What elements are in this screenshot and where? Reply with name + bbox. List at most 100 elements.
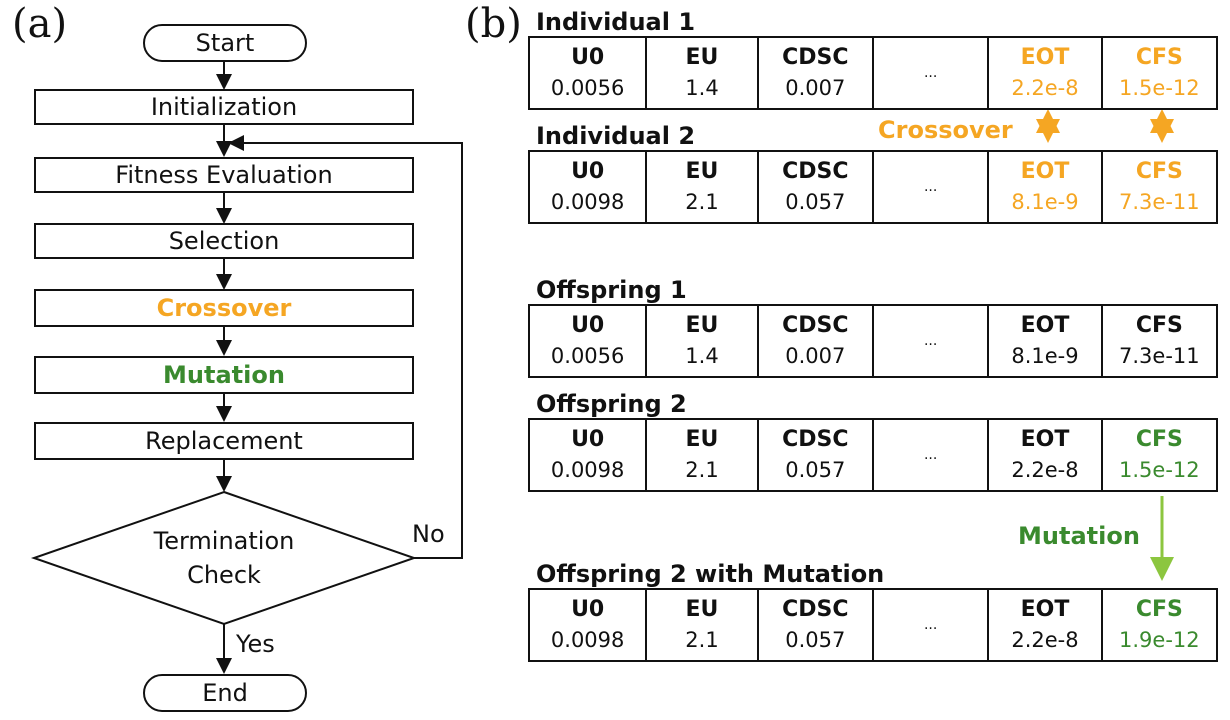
- panel-a-label: (a): [12, 1, 68, 47]
- gene-name: CFS: [1135, 313, 1183, 338]
- gene-name: EOT: [1020, 427, 1070, 452]
- gene-cell: EU 2.1: [647, 152, 759, 222]
- gene-name: CDSC: [782, 45, 849, 70]
- crossover-label: Crossover: [878, 116, 1013, 144]
- gene-cell: EOT 2.2e-8: [989, 38, 1103, 108]
- gene-value: 0.007: [785, 344, 846, 368]
- gene-cell: EU 2.1: [647, 590, 759, 660]
- mutation-step: Mutation: [34, 356, 414, 394]
- gene-value: 8.1e-9: [1011, 190, 1079, 214]
- ellipsis-cell: ...: [874, 38, 990, 108]
- no-label: No: [412, 520, 445, 548]
- gene-name: EU: [685, 597, 719, 622]
- gene-name: CFS: [1135, 159, 1183, 184]
- gene-cell: CFS 7.3e-11: [1103, 152, 1216, 222]
- gene-name: U0: [571, 159, 605, 184]
- termination-check-label: Termination Check: [153, 527, 295, 589]
- gene-value: 0.0098: [550, 628, 625, 652]
- gene-cell: EOT 8.1e-9: [989, 152, 1103, 222]
- crossover-step: Crossover: [34, 289, 414, 327]
- gene-value: 1.4: [685, 76, 719, 100]
- individual-1-row: U0 0.0056 EU 1.4 CDSC 0.007... EOT 2.2e-8 CFS 1.5…: [528, 36, 1218, 110]
- gene-cell: CFS 7.3e-11: [1103, 306, 1216, 376]
- gene-cell: CDSC 0.007: [759, 38, 874, 108]
- gene-value: 7.3e-11: [1119, 190, 1200, 214]
- gene-value: 0.057: [785, 458, 846, 482]
- gene-name: CFS: [1135, 427, 1183, 452]
- gene-name: CDSC: [782, 597, 849, 622]
- row-title: Offspring 2 with Mutation: [536, 560, 885, 588]
- row-title: Offspring 2: [536, 390, 687, 418]
- gene-value: 0.057: [785, 628, 846, 652]
- gene-cell: CDSC 0.057: [759, 420, 874, 490]
- replacement-step: Replacement: [34, 422, 414, 460]
- gene-cell: CFS 1.5e-12: [1103, 38, 1216, 108]
- gene-name: U0: [571, 45, 605, 70]
- gene-value: 8.1e-9: [1011, 344, 1079, 368]
- gene-value: 2.2e-8: [1011, 458, 1079, 482]
- gene-value: 2.2e-8: [1011, 628, 1079, 652]
- panel-b-label: (b): [465, 1, 522, 47]
- gene-cell: EOT 2.2e-8: [989, 420, 1103, 490]
- gene-name: U0: [571, 313, 605, 338]
- gene-name: U0: [571, 427, 605, 452]
- mutation-label: Mutation: [1018, 522, 1140, 550]
- gene-cell: CFS 1.9e-12: [1103, 590, 1216, 660]
- gene-cell: U0 0.0098: [530, 590, 648, 660]
- gene-value: 1.4: [685, 344, 719, 368]
- gene-cell: U0 0.0056: [530, 38, 648, 108]
- gene-value: 0.007: [785, 76, 846, 100]
- gene-name: EU: [685, 45, 719, 70]
- ellipsis-cell: ...: [874, 590, 990, 660]
- gene-name: CDSC: [782, 313, 849, 338]
- gene-cell: EOT 8.1e-9: [989, 306, 1103, 376]
- gene-value: 0.0056: [550, 344, 625, 368]
- gene-value: 2.1: [685, 190, 719, 214]
- gene-value: 0.0098: [550, 190, 625, 214]
- gene-value: 1.9e-12: [1119, 628, 1200, 652]
- gene-value: 0.0056: [550, 76, 625, 100]
- gene-value: 7.3e-11: [1119, 344, 1200, 368]
- gene-name: CDSC: [782, 427, 849, 452]
- gene-cell: CDSC 0.057: [759, 590, 874, 660]
- gene-name: EOT: [1020, 313, 1070, 338]
- gene-name: CFS: [1135, 45, 1183, 70]
- row-title: Offspring 1: [536, 276, 687, 304]
- gene-value: 2.1: [685, 628, 719, 652]
- gene-name: EOT: [1020, 45, 1070, 70]
- initialization-step: Initialization: [34, 89, 414, 125]
- gene-cell: EU 1.4: [647, 38, 759, 108]
- row-title: Individual 2: [536, 122, 696, 150]
- gene-name: CFS: [1135, 597, 1183, 622]
- gene-value: 1.5e-12: [1119, 76, 1200, 100]
- gene-cell: U0 0.0098: [530, 420, 648, 490]
- end-node: End: [143, 674, 307, 712]
- gene-value: 2.2e-8: [1011, 76, 1079, 100]
- gene-cell: CDSC 0.007: [759, 306, 874, 376]
- gene-value: 0.0098: [550, 458, 625, 482]
- selection-step: Selection: [34, 223, 414, 259]
- gene-cell: U0 0.0056: [530, 306, 648, 376]
- individual-2-row: U0 0.0098 EU 2.1 CDSC 0.057... EOT 8.1e-9 CFS 7.3…: [528, 150, 1218, 224]
- start-node: Start: [143, 24, 307, 62]
- gene-name: U0: [571, 597, 605, 622]
- gene-name: CDSC: [782, 159, 849, 184]
- ellipsis-cell: ...: [874, 420, 990, 490]
- gene-value: 1.5e-12: [1119, 458, 1200, 482]
- gene-cell: U0 0.0098: [530, 152, 648, 222]
- gene-cell: CDSC 0.057: [759, 152, 874, 222]
- gene-name: EU: [685, 427, 719, 452]
- gene-value: 0.057: [785, 190, 846, 214]
- ellipsis-cell: ...: [874, 152, 990, 222]
- row-title: Individual 1: [536, 8, 696, 36]
- fitness-evaluation-step: Fitness Evaluation: [34, 157, 414, 193]
- gene-name: EU: [685, 159, 719, 184]
- gene-name: EOT: [1020, 159, 1070, 184]
